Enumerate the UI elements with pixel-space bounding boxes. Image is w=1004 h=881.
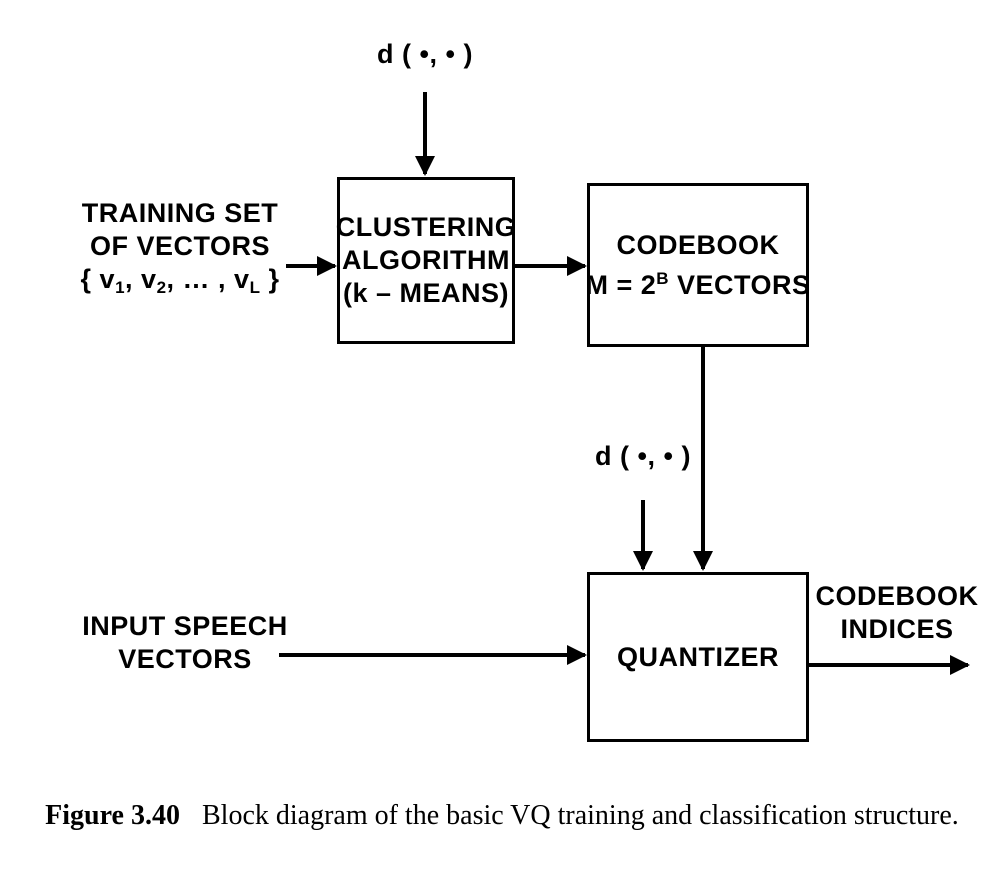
clustering-line1: CLUSTERING [335,212,517,242]
codebook-line1: CODEBOOK [616,229,780,260]
distance-label-top: d ( •, • ) [377,39,473,69]
indices-line2: INDICES [840,614,954,644]
input-speech-line1: INPUT SPEECH [82,611,288,641]
codebook-indices-label: CODEBOOK INDICES [812,580,982,646]
figure-number: Figure 3.40 [45,800,180,831]
quantizer-box: QUANTIZER [587,572,809,742]
training-set-label: TRAINING SET OF VECTORS { v1, v2, … , vL… [70,197,290,304]
training-set-line2: OF VECTORS [89,231,271,261]
training-set-line3: { v1, v2, … , vL } [80,264,280,297]
codebook-box: CODEBOOK M = 2B VECTORS [585,183,811,347]
input-speech-label: INPUT SPEECH VECTORS [80,610,290,676]
figure-caption-text: Block diagram of the basic VQ training a… [201,800,959,831]
clustering-algorithm-box: CLUSTERING ALGORITHM (k – MEANS) [335,177,517,344]
clustering-line3: (k – MEANS) [342,278,510,308]
distance-label-mid: d ( •, • ) [595,441,691,471]
quantizer-label: QUANTIZER [617,641,779,672]
codebook-line2: M = 2B VECTORS [585,268,811,300]
figure-caption: Figure 3.40 Block diagram of the basic VQ… [0,800,1004,832]
input-speech-line2: VECTORS [118,644,252,674]
clustering-line2: ALGORITHM [342,245,510,275]
indices-line1: CODEBOOK [815,581,979,611]
training-set-line1: TRAINING SET [81,198,279,228]
